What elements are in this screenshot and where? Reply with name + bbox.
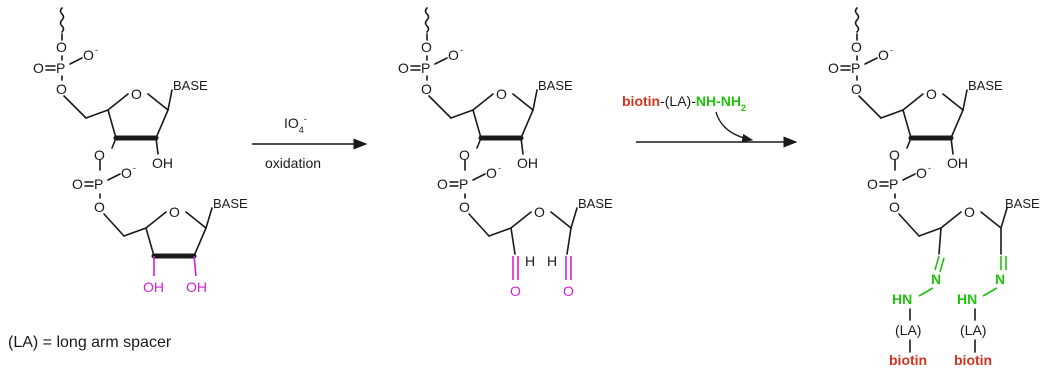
- base-label: BASE: [1005, 196, 1040, 211]
- atom-o: O: [851, 81, 862, 97]
- hydroxyl-label: OH: [517, 155, 538, 171]
- imine-nitrogen: N: [995, 271, 1005, 287]
- reaction-arrow-oxidation: IO4- oxidation: [252, 114, 368, 171]
- oxidized-intermediate: O P O O - O O BASE OH O P O O - O O BASE…: [398, 8, 613, 299]
- ring-oxygen: O: [964, 204, 975, 220]
- atom-o: O: [72, 176, 83, 192]
- spacer-footnote: (LA) = long arm spacer: [8, 334, 172, 351]
- atom-o: O: [83, 47, 94, 63]
- biotinylated-product: O P O O - O O BASE OH O P O O - O O BASE…: [828, 8, 1040, 368]
- atom-p: P: [459, 176, 468, 192]
- aldehyde-oxygen: O: [563, 283, 574, 299]
- charge-minus: -: [890, 45, 893, 55]
- atom-o: O: [459, 199, 470, 215]
- condition-label: oxidation: [265, 155, 321, 171]
- atom-o: O: [867, 176, 878, 192]
- atom-o: O: [94, 147, 105, 163]
- biotin-hydrazide-reagent: biotin-(LA)-NH-NH2: [622, 93, 746, 113]
- atom-p: P: [94, 176, 103, 192]
- atom-o: O: [448, 47, 459, 63]
- atom-o: O: [56, 81, 67, 97]
- atom-o: O: [437, 176, 448, 192]
- ring-oxygen: O: [131, 86, 142, 102]
- atom-o: O: [878, 47, 889, 63]
- charge-minus: -: [95, 45, 98, 55]
- reaction-arrow-hydrazide: biotin-(LA)-NH-NH2: [622, 93, 798, 148]
- base-label: BASE: [538, 78, 573, 93]
- atom-o: O: [33, 60, 44, 76]
- charge-minus: -: [498, 163, 501, 173]
- ring-oxygen: O: [926, 86, 937, 102]
- hydroxyl-label: OH: [947, 155, 968, 171]
- charge-minus: -: [133, 163, 136, 173]
- base-label: BASE: [578, 196, 613, 211]
- biotin-label: biotin: [954, 352, 992, 368]
- atom-o: O: [459, 147, 470, 163]
- base-label: BASE: [213, 196, 248, 211]
- atom-o: O: [486, 165, 497, 181]
- atom-o: O: [828, 60, 839, 76]
- periodate-reagent: IO4-: [284, 114, 307, 135]
- atom-o: O: [56, 39, 67, 55]
- hydrazide-nh: HN: [957, 291, 977, 307]
- starting-material: O P O O - O O BASE OH O P O O - O O BASE…: [33, 8, 248, 295]
- atom-o: O: [121, 165, 132, 181]
- imine-nitrogen: N: [931, 271, 941, 287]
- hydroxyl-label: OH: [152, 155, 173, 171]
- aldehyde-hydrogen: H: [525, 253, 535, 269]
- cis-diol-hydroxyl: OH: [143, 279, 164, 295]
- base-label: BASE: [173, 78, 208, 93]
- atom-p: P: [421, 60, 430, 76]
- charge-minus: -: [928, 163, 931, 173]
- atom-o: O: [889, 147, 900, 163]
- atom-p: P: [889, 176, 898, 192]
- atom-o: O: [421, 39, 432, 55]
- hydrazide-nh: HN: [892, 291, 912, 307]
- aldehyde-oxygen: O: [510, 283, 521, 299]
- aldehyde-hydrogen: H: [547, 253, 557, 269]
- spacer-label: (LA): [895, 322, 921, 338]
- spacer-label: (LA): [960, 322, 986, 338]
- atom-p: P: [56, 60, 65, 76]
- ring-oxygen: O: [534, 204, 545, 220]
- atom-o: O: [421, 81, 432, 97]
- atom-o: O: [851, 39, 862, 55]
- cis-diol-hydroxyl: OH: [186, 279, 207, 295]
- atom-o: O: [398, 60, 409, 76]
- ring-oxygen: O: [496, 86, 507, 102]
- atom-o: O: [94, 199, 105, 215]
- ring-oxygen: O: [169, 204, 180, 220]
- atom-o: O: [889, 199, 900, 215]
- base-label: BASE: [968, 78, 1003, 93]
- atom-o: O: [916, 165, 927, 181]
- biotin-label: biotin: [889, 352, 927, 368]
- atom-p: P: [851, 60, 860, 76]
- charge-minus: -: [460, 45, 463, 55]
